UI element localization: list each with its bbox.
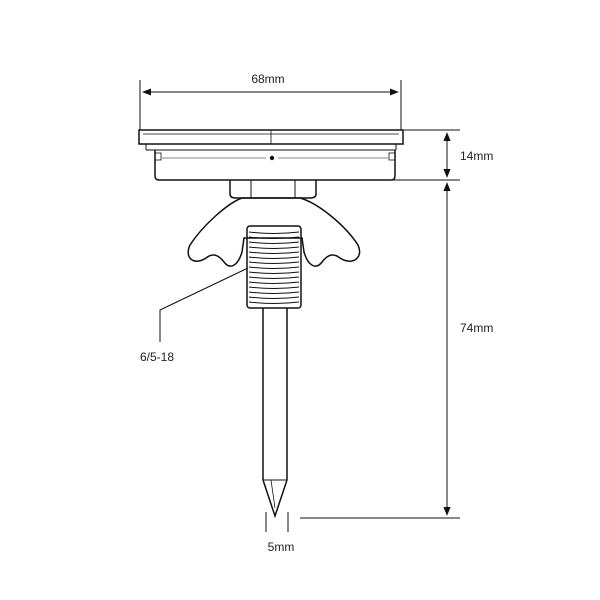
thread-line <box>248 241 300 244</box>
thread-callout: 6/5-18 <box>140 267 249 364</box>
dimension-label-tip: 5mm <box>268 540 295 554</box>
thread-line <box>248 231 300 234</box>
dimension-height-14: 14mm <box>355 129 493 181</box>
screw-dot <box>269 155 275 161</box>
wing-nut <box>187 197 361 267</box>
spike <box>262 308 288 519</box>
thread-line <box>248 291 300 294</box>
dimension-label-width: 68mm <box>251 72 284 86</box>
dimension-length-74: 74mm <box>300 182 493 519</box>
thread-line <box>248 266 300 269</box>
hex-nut <box>229 180 317 199</box>
thread-line <box>248 261 300 264</box>
thread-line <box>248 256 300 259</box>
head-body <box>154 150 396 181</box>
dimension-tip-5: 5mm <box>265 512 295 554</box>
head-plate <box>138 129 404 151</box>
thread-line <box>248 276 300 279</box>
thread-line <box>248 236 300 239</box>
thread-line <box>248 246 300 249</box>
thread-line <box>248 281 300 284</box>
thread-line <box>248 301 300 304</box>
thread-line <box>248 271 300 274</box>
thread-callout-label: 6/5-18 <box>140 350 174 364</box>
dimension-label-height: 14mm <box>460 149 493 163</box>
thread-lines <box>248 231 300 304</box>
thread-line <box>248 251 300 254</box>
threaded-bolt <box>246 225 302 309</box>
thread-line <box>248 296 300 299</box>
dimension-label-length: 74mm <box>460 321 493 335</box>
dimension-width-68: 68mm <box>139 72 402 130</box>
thread-line <box>248 286 300 289</box>
